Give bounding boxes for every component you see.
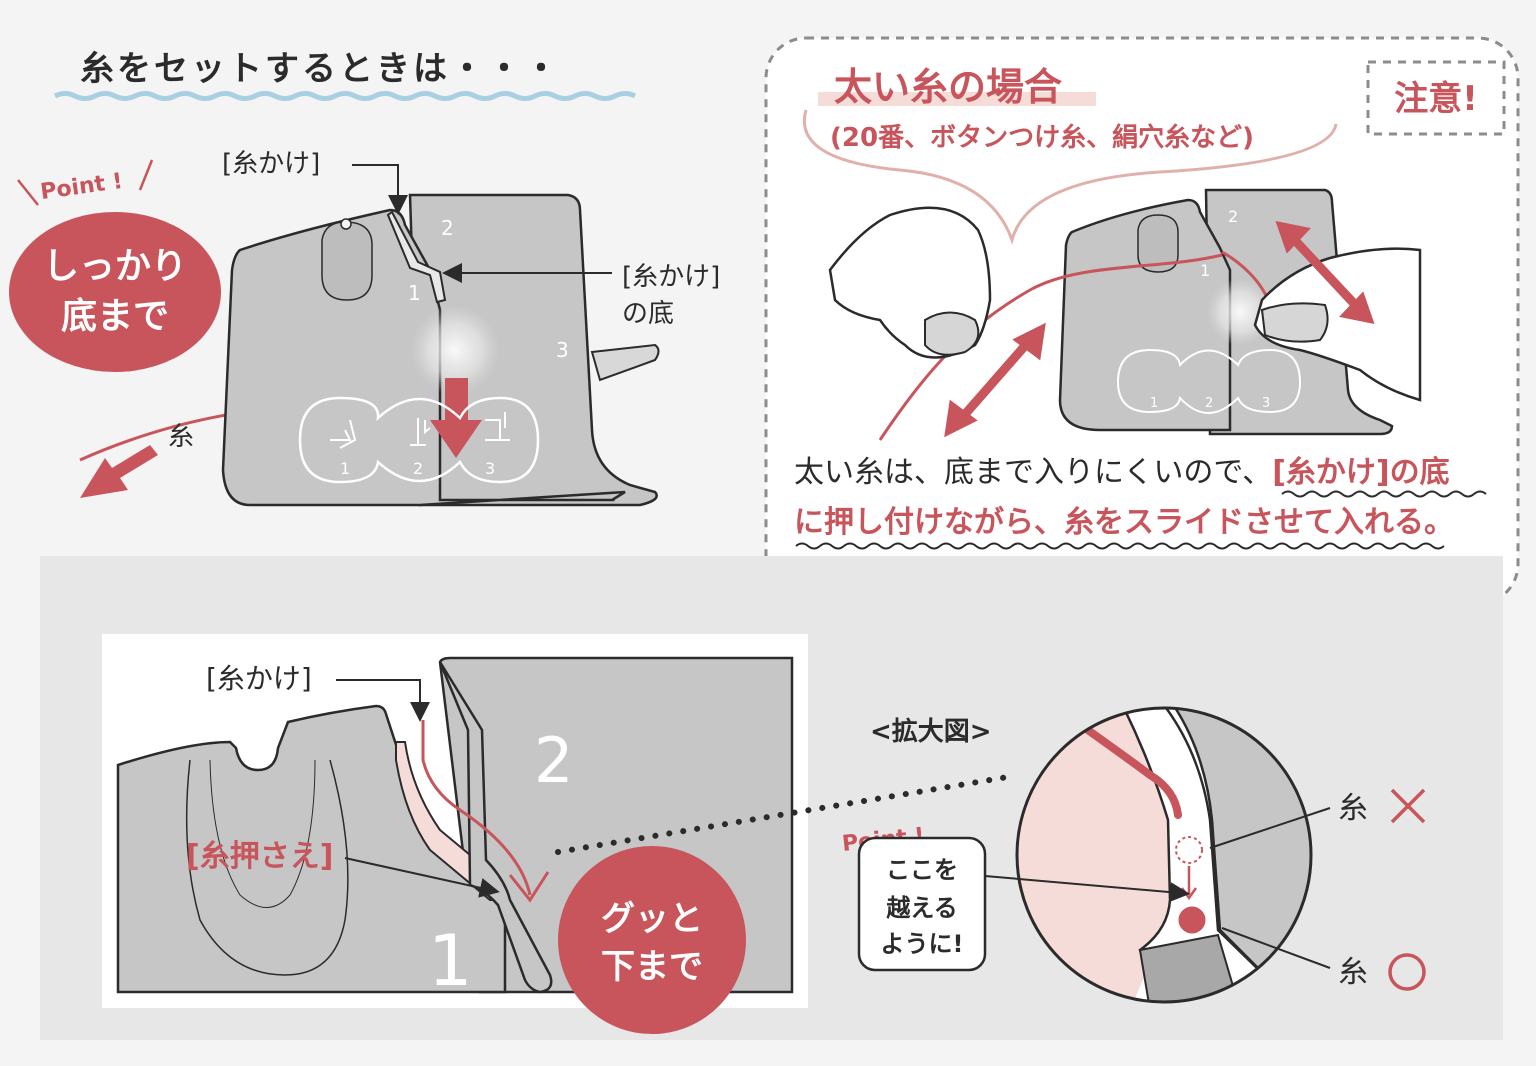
zoom-gray-left (1017, 708, 1160, 1002)
mini-slot-number-2: 2 (1228, 207, 1238, 226)
mini-dial (1116, 348, 1302, 414)
slide-arrow-right-icon (1286, 231, 1364, 314)
caution-heading: 太い糸の場合 (834, 65, 1062, 109)
slot-number-2: 2 (441, 216, 454, 240)
slide-arrow-left-head-b (1012, 322, 1046, 361)
dial-icon-2 (410, 418, 431, 446)
badge-circle (9, 212, 221, 372)
zoom-thread (1081, 724, 1182, 819)
slide-arrow-right-head-b (1339, 291, 1375, 324)
thread-label: 糸 (168, 422, 194, 452)
callout-line3: ように! (881, 930, 964, 958)
closeup-label-top: [糸かけ] (206, 662, 312, 695)
mini-body (1058, 198, 1232, 432)
stitch-dial (298, 396, 540, 484)
mini-slot-number-1: 1 (1200, 261, 1210, 280)
page-title: 糸をセットするときは・・・ (80, 49, 561, 89)
closeup-thread-curve (421, 720, 532, 896)
closeup-thread-arrowhead (508, 871, 550, 903)
zoom-contents (1017, 708, 1311, 1002)
caution-text-line1: 太い糸は、底まで入りにくいので、[糸かけ]の底 (794, 455, 1450, 490)
closeup-slot-2: 2 (534, 724, 573, 797)
center-glow (410, 305, 500, 395)
thread-guide-arm (386, 210, 447, 304)
right-label: 糸 (1338, 955, 1368, 990)
mini-dial-number-1: 1 (1150, 396, 1158, 411)
mini-thread (878, 250, 1270, 441)
dial-number-2: 2 (413, 459, 423, 478)
closeup-badge-line2: 下まで (601, 947, 703, 987)
caution-box: 注意! 太い糸の場合 (20番、ボタンつけ糸、絹穴糸など) 1 2 1 2 3 … (764, 36, 1520, 606)
point-label: Point ! (39, 169, 124, 205)
caution-text-line2: に押し付けながら、糸をスライドさせて入れる。 (794, 505, 1454, 540)
down-arrow-icon (430, 378, 482, 458)
dial-number-3: 3 (485, 459, 495, 478)
label-right-line2: の底 (622, 299, 674, 329)
leader-line-top (352, 164, 408, 215)
caution-text-emph1: [糸かけ]の底 (1272, 455, 1449, 490)
slide-arrow-right-head-a (1275, 221, 1311, 254)
caution-wave-underline-1 (1281, 490, 1487, 498)
machine-lever (590, 343, 660, 382)
mini-dial-number-2: 2 (1205, 396, 1213, 411)
left-thumbnail (924, 311, 980, 356)
page-title-group: 糸をセットするときは・・・ (53, 49, 637, 101)
zoom-arm (1117, 708, 1304, 1002)
zoom-bottom-gray (1138, 933, 1242, 1002)
thread-direction-arrow (80, 445, 158, 498)
slot-number-3: 3 (556, 338, 569, 362)
mini-slot-u (1137, 214, 1179, 273)
closeup-slot-inner (209, 759, 316, 908)
zoom-wrong-position (1175, 836, 1203, 864)
wrong-label: 糸 (1338, 791, 1368, 826)
title-underline-wave (53, 91, 637, 101)
badge-line1: しっかり (43, 246, 187, 287)
caution-wave-underline-2 (795, 542, 1445, 550)
closeup-leader-press (344, 857, 500, 898)
callout-line2: 越える (886, 894, 957, 922)
slide-arrow-left-icon (956, 337, 1034, 423)
zoom-right-position (1175, 903, 1209, 937)
closeup-slot-u (185, 759, 349, 976)
point-tick-right (138, 159, 154, 191)
circle-ok-icon (1388, 953, 1426, 991)
dial-icon-1 (330, 419, 357, 449)
callout-box (857, 836, 987, 972)
closeup-slot-1: 1 (428, 920, 473, 1002)
closeup-leader-top (336, 679, 430, 722)
bottom-panel: 1 2 [糸かけ] [糸押さえ] グッと 下まで <拡大図> 糸 糸 (40, 556, 1503, 1040)
point-tick-left (17, 179, 39, 206)
slot-notch (340, 218, 352, 230)
zoom-title: <拡大図> (870, 717, 992, 747)
cross-icon (1390, 788, 1426, 824)
label-top: [糸かけ] (222, 149, 320, 179)
left-diagram: 1 2 3 1 2 3 糸 [糸かけ] [糸かけ] の底 Point ! しっか… (9, 149, 720, 507)
speech-bubble-arc (803, 109, 1338, 246)
heading-highlight (818, 92, 1096, 106)
closeup-badge (558, 846, 746, 1034)
closeup-label-press: [糸押さえ] (186, 839, 333, 874)
mini-dial-number-3: 3 (1262, 396, 1270, 411)
thread-slot-u (321, 221, 373, 301)
zoom-circle-border (1015, 706, 1313, 1004)
caution-subheading: (20番、ボタンつけ糸、絹穴糸など) (830, 122, 1254, 153)
zoom-leader-right (1221, 927, 1331, 969)
closeup-badge-line1: グッと (601, 899, 703, 939)
label-right-line1: [糸かけ] (622, 262, 720, 292)
badge-line2: 底まで (61, 296, 169, 337)
slot-number-1: 1 (408, 281, 421, 305)
right-thumbnail (1260, 302, 1329, 343)
caution-badge: 注意! (1394, 79, 1478, 119)
callout-leader (984, 875, 1190, 903)
callout-line1: ここを (886, 856, 958, 884)
caution-badge-border (1366, 60, 1506, 136)
caution-text-plain: 太い糸は、底まで入りにくいので、 (794, 455, 1272, 490)
slide-arrow-left-head-a (944, 399, 978, 438)
dial-number-1: 1 (340, 459, 350, 478)
zoom-leader-wrong (1209, 807, 1331, 849)
dial-icon-3 (485, 412, 510, 441)
